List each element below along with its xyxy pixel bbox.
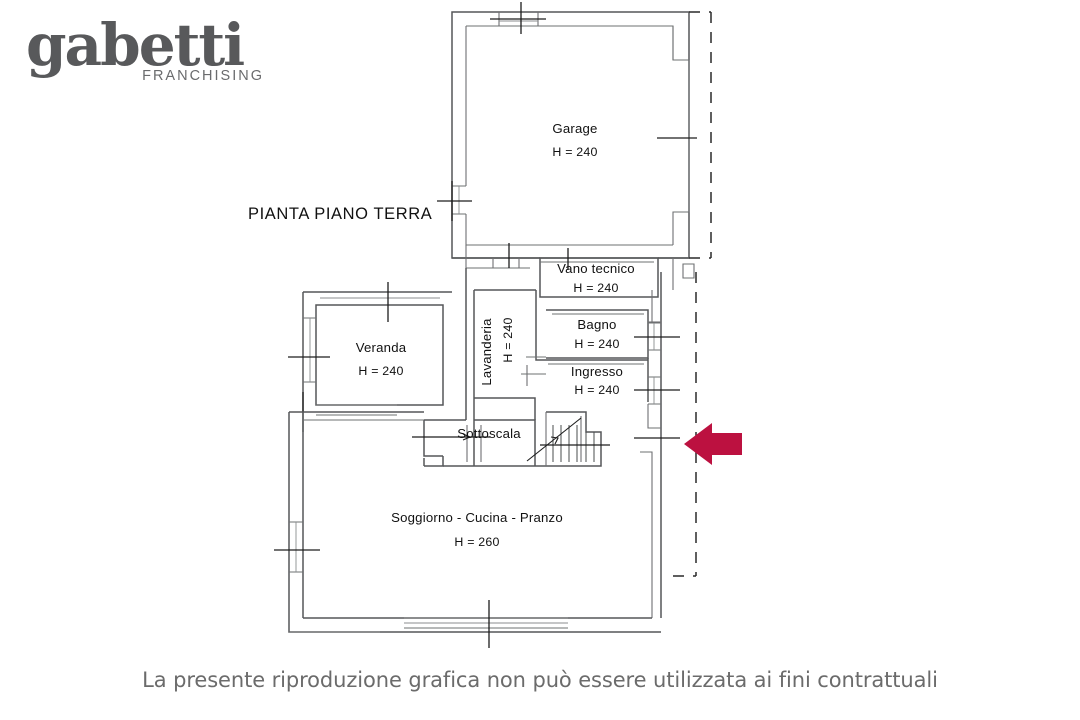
gabetti-logo: gabetti FRANCHISING xyxy=(26,16,266,98)
vano-tecnico-room: Vano tecnico H = 240 xyxy=(539,248,659,298)
room-height-vano-tecnico: H = 240 xyxy=(573,281,618,295)
room-label-ingresso: Ingresso xyxy=(571,364,623,379)
room-label-lavanderia: Lavanderia xyxy=(479,318,494,386)
plan-title: PIANTA PIANO TERRA xyxy=(248,205,433,223)
room-label-veranda: Veranda xyxy=(356,340,407,355)
room-label-vano-tecnico: Vano tecnico xyxy=(557,261,635,276)
room-label-soggiorno-cucina-pranzo: Soggiorno - Cucina - Pranzo xyxy=(391,510,563,525)
room-height-ingresso: H = 240 xyxy=(574,383,619,397)
ingresso-room: Ingresso H = 240 xyxy=(546,358,649,402)
staircase xyxy=(526,411,610,467)
soggiorno-cucina-pranzo-room: Soggiorno - Cucina - Pranzo H = 260 xyxy=(274,411,661,648)
room-label-bagno: Bagno xyxy=(577,317,616,332)
room-height-veranda: H = 240 xyxy=(358,364,403,378)
disclaimer-caption: La presente riproduzione grafica non può… xyxy=(142,668,938,692)
lavanderia-room: Lavanderia H = 240 xyxy=(465,268,546,420)
room-label-garage: Garage xyxy=(552,121,597,136)
room-label-sottoscala: Sottoscala xyxy=(457,426,521,441)
sottoscala-room: Sottoscala xyxy=(412,397,536,467)
brand-wordmark: gabetti xyxy=(26,11,245,79)
right-exterior-wall xyxy=(634,272,680,618)
room-height-lavanderia: H = 240 xyxy=(501,317,515,362)
bagno-room: Bagno H = 240 xyxy=(546,309,649,359)
upper-connector-walls xyxy=(452,243,695,290)
garage-room: Garage H = 240 xyxy=(437,2,697,259)
room-height-soggiorno-cucina-pranzo: H = 260 xyxy=(454,535,499,549)
property-boundary-dashed xyxy=(673,11,712,577)
room-height-bagno: H = 240 xyxy=(574,337,619,351)
veranda-room: Veranda H = 240 xyxy=(288,282,452,432)
brand-subword: FRANCHISING xyxy=(142,68,264,84)
room-height-garage: H = 240 xyxy=(552,145,597,159)
entrance-arrow-icon xyxy=(684,423,742,465)
